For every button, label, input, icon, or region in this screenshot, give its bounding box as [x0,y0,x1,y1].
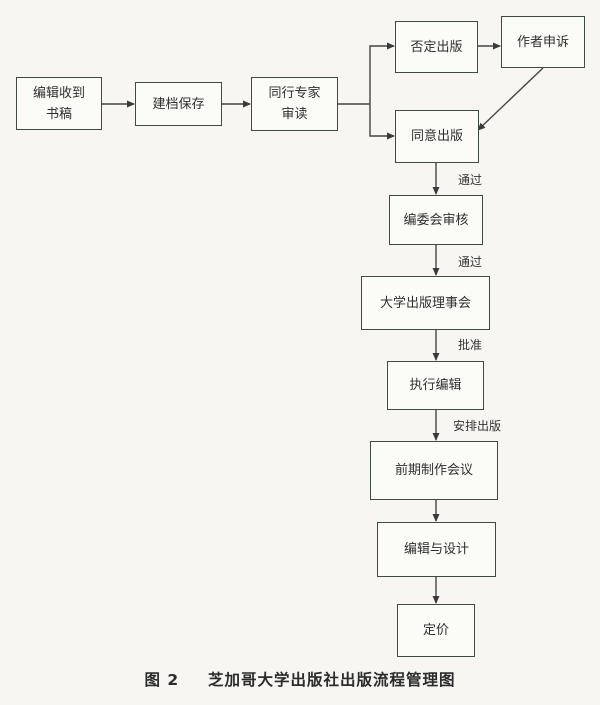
node-board-review: 编委会审核 [389,195,483,245]
figure-caption: 图 2 芝加哥大学出版社出版流程管理图 [0,668,600,690]
figure-title: 芝加哥大学出版社出版流程管理图 [207,671,456,689]
node-editing-design: 编辑与设计 [377,522,496,577]
edge-label-pass-2: 通过 [458,255,483,269]
node-peer-review: 同行专家 审读 [251,77,338,131]
node-council: 大学出版理事会 [361,276,490,330]
node-executive-editor: 执行编辑 [387,361,484,410]
arrow-appeal-approve [477,67,544,131]
arrow-branch-approve [369,104,395,140]
figure-number: 图 2 [144,671,180,689]
node-approve: 同意出版 [395,110,479,163]
node-author-appeal: 作者申诉 [501,16,585,68]
arrow-branch-reject [369,42,395,104]
node-reject: 否定出版 [395,21,478,73]
edge-label-pass-1: 通过 [458,173,483,187]
node-receive-manuscript: 编辑收到 书稿 [16,77,102,130]
edge-label-approved: 批准 [458,338,483,352]
node-pricing: 定价 [397,604,475,657]
node-pre-production-meeting: 前期制作会议 [370,441,498,500]
node-archive: 建档保存 [135,82,222,126]
edge-label-schedule: 安排出版 [453,419,502,433]
